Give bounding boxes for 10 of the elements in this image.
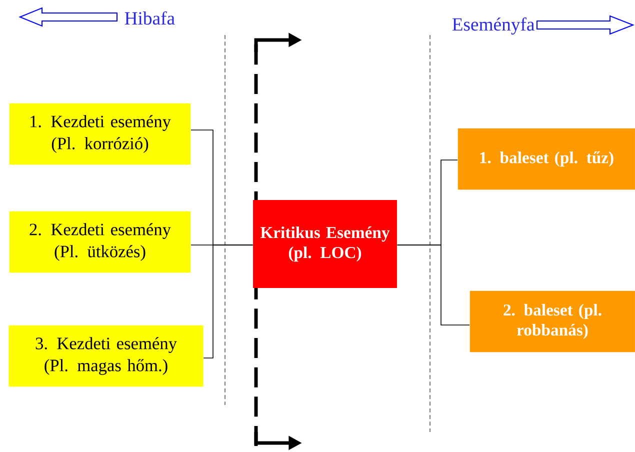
critical-event-box: Kritikus Esemény (pl. LOC) — [253, 200, 397, 288]
accident-box: 2. baleset (pl. robbanás) — [470, 290, 635, 352]
section-label: Eseményfa — [452, 17, 534, 35]
initiating-event-box: 3. Kezdeti esemény (Pl. magas hőm.) — [8, 325, 204, 387]
accident-box: 1. baleset (pl. tűz) — [458, 128, 635, 190]
section-label: Hibafa — [124, 11, 175, 25]
initiating-event-box: 1. Kezdeti esemény (Pl. korrózió) — [9, 103, 191, 165]
connector-line — [203, 244, 254, 358]
initiating-event-box: 2. Kezdeti esemény (Pl. ütközés) — [9, 211, 191, 273]
connector-line — [396, 244, 470, 326]
